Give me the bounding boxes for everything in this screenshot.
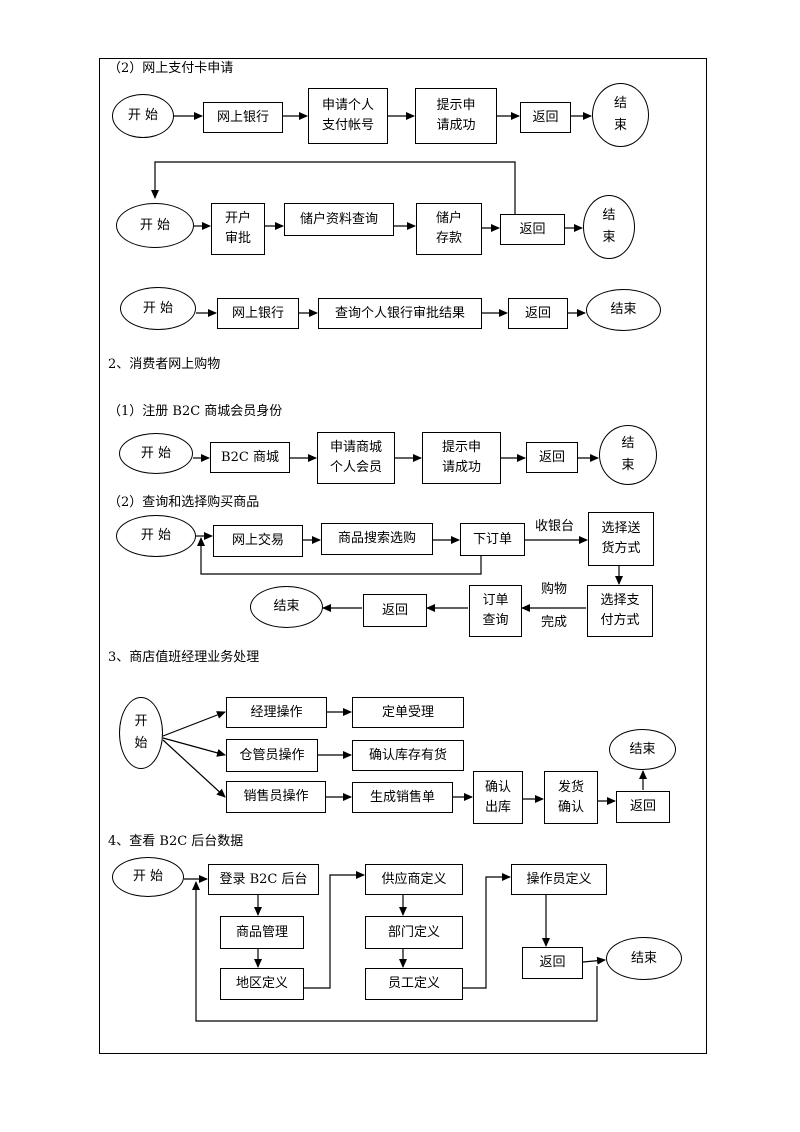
arrow (162, 739, 226, 798)
arrow (304, 871, 365, 989)
flow7-end-node: 结束 (606, 937, 682, 980)
flow3-query-approval-result: 查询个人银行审批结果 (318, 298, 482, 329)
flow1-apply-success: 提示申 请成功 (415, 88, 497, 144)
flow7-employee-definition: 员工定义 (365, 968, 463, 1000)
flow6-sales-operation: 销售员操作 (226, 781, 326, 813)
flow2-end-node: 结 束 (583, 195, 635, 259)
flow5-shopping-label: 购物 (541, 582, 568, 597)
flow7-product-management: 商品管理 (220, 916, 304, 949)
page-frame (99, 58, 707, 1054)
arrow (463, 873, 511, 989)
flow4-apply-member: 申请商城 个人会员 (317, 432, 395, 484)
flow6-order-acceptance: 定单受理 (352, 697, 464, 728)
flow3-return: 返回 (508, 298, 568, 329)
flow5-complete-label: 完成 (541, 615, 568, 630)
flow1-return: 返回 (520, 102, 571, 133)
flow5-return: 返回 (363, 594, 427, 627)
flow5-order-query: 订单 查询 (469, 585, 522, 637)
section-heading-register-member: （1）注册 B2C 商城会员身份 (108, 404, 283, 419)
flow3-end-node: 结束 (586, 289, 661, 331)
flow7-operator-definition: 操作员定义 (511, 864, 607, 895)
section-heading-manager-business: 3、商店值班经理业务处理 (108, 650, 260, 665)
flow7-return: 返回 (522, 947, 583, 979)
flow2-open-approval: 开户 审批 (211, 203, 265, 255)
flow4-start-node: 开 始 (119, 433, 193, 474)
flow3-online-bank: 网上银行 (217, 298, 299, 329)
flow6-return: 返回 (616, 791, 670, 823)
flow4-apply-success: 提示申 请成功 (422, 432, 501, 484)
arrow (151, 161, 516, 214)
arrow (197, 537, 482, 575)
flow5-online-trade: 网上交易 (213, 525, 303, 557)
flow7-supplier-definition: 供应商定义 (365, 864, 463, 895)
flow6-warehouse-operation: 仓管员操作 (226, 739, 318, 772)
flow6-start-node: 开 始 (119, 697, 163, 769)
flow6-confirm-stock: 确认库存有货 (352, 740, 464, 771)
flow4-return: 返回 (526, 442, 578, 473)
flow5-product-search: 商品搜索选购 (321, 523, 433, 555)
section-heading-payment-card: （2）网上支付卡申请 (108, 61, 234, 76)
flow1-apply-account: 申请个人 支付帐号 (308, 88, 388, 144)
flow5-end-node: 结束 (250, 586, 323, 628)
flow2-deposit: 储户 存款 (416, 203, 482, 255)
flow4-b2c-mall: B2C 商城 (210, 442, 290, 473)
flow7-login-backend: 登录 B2C 后台 (208, 864, 319, 895)
flow3-start-node: 开 始 (120, 287, 196, 330)
flow4-end-node: 结 束 (599, 425, 657, 485)
section-heading-query-select: （2）查询和选择购买商品 (108, 495, 260, 510)
flow2-depositor-query: 储户资料查询 (284, 203, 394, 236)
flow6-create-sales-order: 生成销售单 (352, 782, 453, 813)
flow1-end-node: 结 束 (592, 83, 649, 147)
arrow (162, 737, 226, 757)
section-heading-online-shopping: 2、消费者网上购物 (108, 357, 221, 372)
flow6-end-node: 结束 (609, 729, 676, 770)
flow2-return: 返回 (500, 214, 565, 245)
flow7-start-node: 开 始 (112, 857, 184, 897)
flow1-start-node: 开 始 (112, 94, 174, 138)
flow6-manager-operation: 经理操作 (226, 697, 327, 728)
flow6-confirm-outbound: 确认 出库 (473, 771, 523, 824)
arrow (582, 956, 606, 965)
flow5-start-node: 开 始 (116, 515, 196, 557)
section-heading-b2c-backend: 4、查看 B2C 后台数据 (108, 834, 244, 849)
flow5-payment-method: 选择支 付方式 (587, 585, 653, 637)
flow7-region-definition: 地区定义 (220, 968, 304, 1000)
flow5-place-order: 下订单 (460, 523, 525, 556)
flow2-start-node: 开 始 (116, 203, 194, 248)
flow1-online-bank: 网上银行 (203, 102, 283, 133)
arrow (162, 711, 226, 737)
flow5-delivery-method: 选择送 货方式 (588, 512, 654, 566)
flow6-confirm-shipment: 发货 确认 (544, 771, 598, 824)
arrow (192, 881, 598, 1022)
flow7-department-definition: 部门定义 (365, 916, 463, 949)
flow5-cashier-label: 收银台 (535, 519, 575, 534)
